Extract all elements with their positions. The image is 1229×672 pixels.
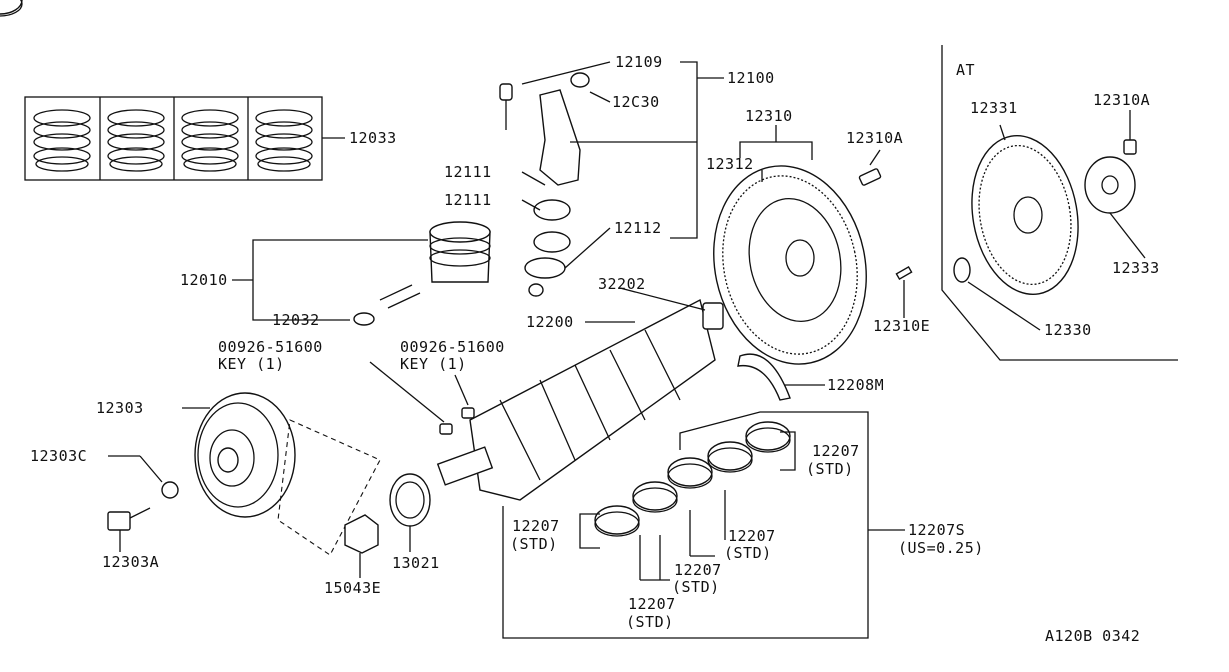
label-12310a-at: 12310A [1093,91,1151,109]
figure-code: A120B 0342 [1045,627,1141,645]
label-bearing-low-std: (STD) [672,578,720,596]
label-12312: 12312 [706,155,754,173]
label-bearing-top-std: (STD) [806,460,854,478]
label-32202: 32202 [598,275,646,293]
label-bearing-left-std: (STD) [510,535,558,553]
label-12109: 12109 [615,53,663,71]
label-12303c: 12303C [30,447,88,465]
label-12111-lower: 12111 [444,191,492,209]
label-15043e: 15043E [324,579,382,597]
label-12310: 12310 [745,107,793,125]
thrust-washer [737,353,825,401]
label-key-left-qty: KEY (1) [218,355,285,373]
label-12100: 12100 [727,69,775,87]
label-key-right-qty: KEY (1) [400,355,467,373]
label-bearing-left-part: 12207 [512,517,560,535]
piston-ring-set [24,96,345,181]
connecting-rod-assembly [499,61,724,297]
label-12310a-main: 12310A [846,129,904,147]
main-bearing-set [0,0,905,639]
label-12032: 12032 [272,311,320,329]
flywheel [713,125,913,365]
label-bearing-mid-std: (STD) [724,544,772,562]
label-12207s: 12207S [908,521,966,539]
label-key-left-part: 00926-51600 [218,338,323,356]
label-12030: 12C30 [612,93,660,111]
label-12112: 12112 [614,219,662,237]
label-bearing-bottom-part: 12207 [628,595,676,613]
label-12303: 12303 [96,399,144,417]
label-12310e: 12310E [873,317,931,335]
piston [232,221,491,326]
label-12331: 12331 [970,99,1018,117]
label-12111-upper: 12111 [444,163,492,181]
at-section [941,45,1178,361]
label-key-right-part: 00926-51600 [400,338,505,356]
crankshaft [436,287,724,501]
label-13021: 13021 [392,554,440,572]
label-12303a: 12303A [102,553,160,571]
label-12010: 12010 [180,271,228,289]
label-12330: 12330 [1044,321,1092,339]
label-bearing-mid-part: 12207 [728,527,776,545]
label-12200: 12200 [526,313,574,331]
keys [369,361,475,435]
label-12033: 12033 [349,129,397,147]
timing-gear-and-nut [344,473,431,578]
label-12333: 12333 [1112,259,1160,277]
label-bearing-bottom-std: (STD) [626,613,674,631]
label-12208m: 12208M [827,376,885,394]
crank-pulley [107,392,381,556]
label-at: AT [956,61,976,79]
label-bearing-top-part: 12207 [812,442,860,460]
label-bearing-low-part: 12207 [674,561,722,579]
label-12207s-note: (US=0.25) [898,539,984,557]
